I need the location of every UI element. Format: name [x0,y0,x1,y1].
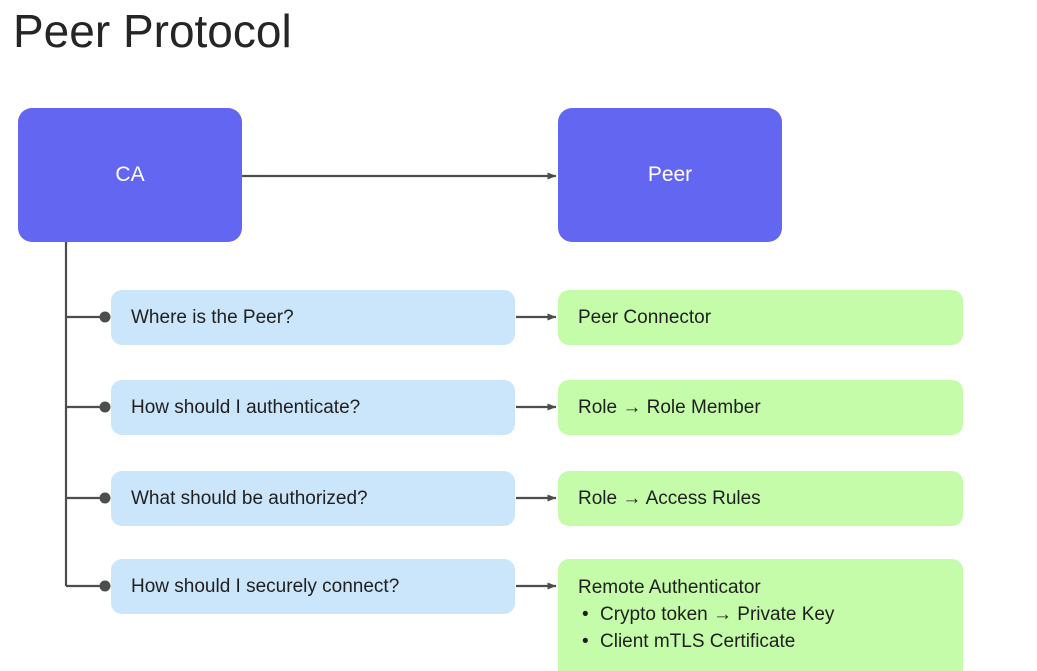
edge-branch-1 [66,311,111,323]
node-ca-label: CA [115,163,145,186]
edge-branch-4 [66,580,111,592]
node-answer-1-label: Peer Connector [578,306,712,328]
node-peer[interactable]: Peer [558,108,782,242]
node-question-2-label: How should I authenticate? [131,396,361,418]
list-item-label: Crypto token → Private Key [600,604,835,625]
node-answer-2[interactable]: Role → Role Member [558,380,963,435]
node-peer-label: Peer [647,163,693,186]
node-question-3-label: What should be authorized? [131,487,368,509]
bullet-icon: • [582,631,589,652]
node-question-4[interactable]: How should I securely connect? [111,559,515,614]
node-question-1-label: Where is the Peer? [131,306,294,328]
list-item-label: Client mTLS Certificate [600,631,796,652]
node-ca[interactable]: CA [18,108,242,242]
node-answer-4-bullet-list: • Crypto token → Private Key • Client mT… [578,601,963,655]
node-question-3[interactable]: What should be authorized? [111,471,515,526]
node-answer-2-label: Role → Role Member [578,396,761,418]
page-title: Peer Protocol [13,5,292,57]
edge-branch-2 [66,401,111,413]
node-answer-4-heading: Remote Authenticator [578,577,761,598]
node-question-1[interactable]: Where is the Peer? [111,290,515,345]
node-answer-4-content: Remote Authenticator • Crypto token → Pr… [578,575,963,655]
list-item: • Crypto token → Private Key [578,601,963,628]
edge-branch-3 [66,492,111,504]
bullet-icon: • [582,604,589,625]
node-answer-3-label: Role → Access Rules [578,487,761,509]
node-question-4-label: How should I securely connect? [131,575,400,597]
node-answer-4[interactable]: Remote Authenticator • Crypto token → Pr… [558,559,963,671]
node-answer-3[interactable]: Role → Access Rules [558,471,963,526]
list-item: • Client mTLS Certificate [578,628,963,655]
node-answer-1[interactable]: Peer Connector [558,290,963,345]
node-question-2[interactable]: How should I authenticate? [111,380,515,435]
